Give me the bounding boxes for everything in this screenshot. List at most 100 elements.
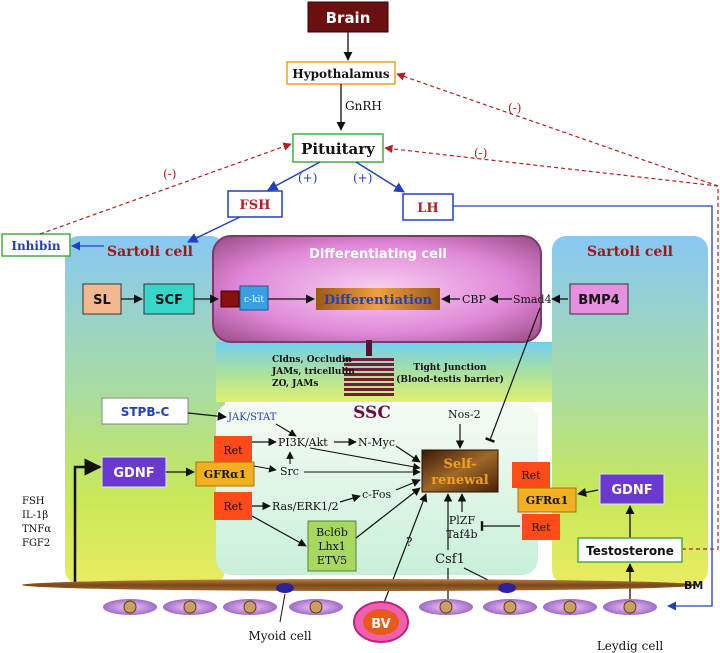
interstitial-cell: [289, 599, 343, 615]
self-renewal-label-2: renewal: [431, 473, 488, 488]
scf-box: [143, 283, 195, 315]
brain-label: Brain: [326, 9, 371, 27]
smad4-inhibits-self-renewal: [485, 307, 541, 443]
blood-vessel-lumen: [363, 609, 399, 635]
ret-left-bottom-label: Ret: [223, 500, 243, 513]
gdnf-right-label: GDNF: [611, 483, 652, 498]
self-renewal-box: [421, 449, 499, 493]
stpbc-to-jakstat-arrow: [187, 411, 227, 421]
lh-box: [402, 193, 454, 221]
ret-right-bottom: [522, 514, 560, 540]
tight-junction-strand: [344, 368, 394, 371]
testosterone-to-hypothalamus-feedback: [396, 72, 719, 550]
tight-junction-strand: [344, 378, 394, 381]
factors-to-gdnf-arrow: [73, 458, 102, 588]
csf1-label: Csf1: [435, 552, 465, 567]
sl-label: SL: [93, 293, 111, 308]
gfra-left-box: [195, 461, 255, 487]
leydig-cell-label: Leydig cell: [597, 639, 664, 653]
bcl6b-label: Bcl6b: [316, 526, 348, 539]
interstitial-cell: [483, 599, 537, 615]
sertoli-cell-right: [552, 236, 708, 584]
ras-label: Ras/ERK1/2: [272, 500, 339, 513]
ret-to-bcl-arrow: [251, 515, 307, 547]
gdnf-left-box: [101, 456, 167, 488]
testosterone-label: Testosterone: [586, 544, 674, 558]
self-renewal-label-1: Self-: [443, 457, 476, 472]
ckit-box: [239, 285, 269, 311]
bv-label: BV: [371, 617, 390, 632]
gfra-right-box: [517, 487, 577, 513]
etv5-label: ETV5: [317, 554, 347, 567]
ret-right-top: [512, 462, 550, 488]
ckit-receptor-membrane: [220, 290, 240, 308]
bmp4-label: BMP4: [578, 293, 619, 308]
basement-membrane: [22, 579, 698, 591]
lh-label: LH: [417, 201, 438, 216]
nmyc-to-self-renewal-arrow: [395, 445, 421, 463]
interstitial-cell: [543, 599, 597, 615]
lhx1-label: Lhx1: [318, 540, 346, 553]
lh-to-leydig-arrow: [453, 205, 713, 611]
factor-fgf2: FGF2: [22, 538, 50, 549]
cfos-label: c-Fos: [362, 488, 392, 501]
factor-fsh: FSH: [22, 496, 45, 507]
myoid-nucleus-right: [498, 583, 516, 593]
interstitial-cell: [419, 599, 473, 615]
pi3k-label: PI3K/Akt: [278, 436, 328, 449]
bcl-box: [307, 520, 357, 572]
tight-junction-stalk: [366, 340, 372, 356]
gfra-right-label: GFRα1: [526, 494, 568, 507]
interstitial-cell: [223, 599, 277, 615]
bm-label: BM: [684, 579, 703, 592]
sertoli-left-label: Sartoli cell: [107, 244, 193, 260]
question-mark: ?: [406, 535, 412, 549]
inhibin-to-pituitary-feedback: [39, 142, 292, 235]
factor-tnfa: TNFα: [22, 524, 51, 535]
fsh-plus-sign: (+): [298, 171, 317, 185]
hypothalamus-label: Hypothalamus: [292, 67, 390, 81]
pi3k-to-self-renewal-arrow: [309, 447, 421, 471]
pituitary-box: [292, 133, 384, 163]
smad4-label: Smad4: [513, 293, 552, 306]
inhibin-box: [1, 233, 71, 257]
brain-box: [307, 1, 389, 33]
sertoli-right-label: Sartoli cell: [587, 244, 673, 260]
ret-left-top: [214, 436, 252, 464]
ret-right-bottom-label: Ret: [531, 521, 551, 534]
cbp-label: CBP: [462, 293, 487, 306]
gnrh-label: GnRH: [345, 99, 382, 113]
testosterone-box: [577, 537, 683, 563]
fsh-box: [227, 190, 283, 218]
ret-to-src-arrow: [253, 464, 277, 473]
jakstat-label: JAK/STAT: [227, 412, 277, 423]
gdnf-left-label: GDNF: [113, 466, 154, 481]
lh-plus-sign: (+): [353, 171, 372, 185]
myoid-pointer-line: [279, 593, 286, 623]
ret-right-top-label: Ret: [521, 469, 541, 482]
interstitial-cell: [603, 599, 657, 615]
pituitary-label: Pituitary: [301, 140, 376, 158]
tight-junction-strand: [344, 373, 394, 376]
hypothalamus-negative-sign: (-): [508, 101, 521, 115]
tight-junction-strand: [344, 383, 394, 386]
stpbc-box: [101, 397, 189, 425]
interstitial-cell: [163, 599, 217, 615]
fsh-label: FSH: [240, 198, 271, 213]
differentiation-label: Differentiation: [324, 293, 433, 308]
pituitary-to-fsh-arrow: [267, 161, 321, 191]
tight-junction-strands: [344, 358, 394, 396]
testosterone-to-pituitary-feedback: [384, 144, 719, 187]
taf4b-label: Taf4b: [446, 528, 477, 541]
differentiating-cell-label: Differentiating cell: [309, 247, 447, 262]
ras-to-cfos-arrow: [339, 494, 361, 503]
tj-proteins-line-3: ZO, JAMs: [272, 379, 318, 389]
pituitary-negative-sign: (-): [474, 146, 487, 160]
tight-junction-strand: [344, 363, 394, 366]
plzf-label: PlZF: [449, 514, 476, 527]
gdnf-right-box: [599, 473, 665, 505]
pituitary-to-lh-arrow: [355, 161, 405, 193]
nos2-label: Nos-2: [448, 408, 481, 421]
